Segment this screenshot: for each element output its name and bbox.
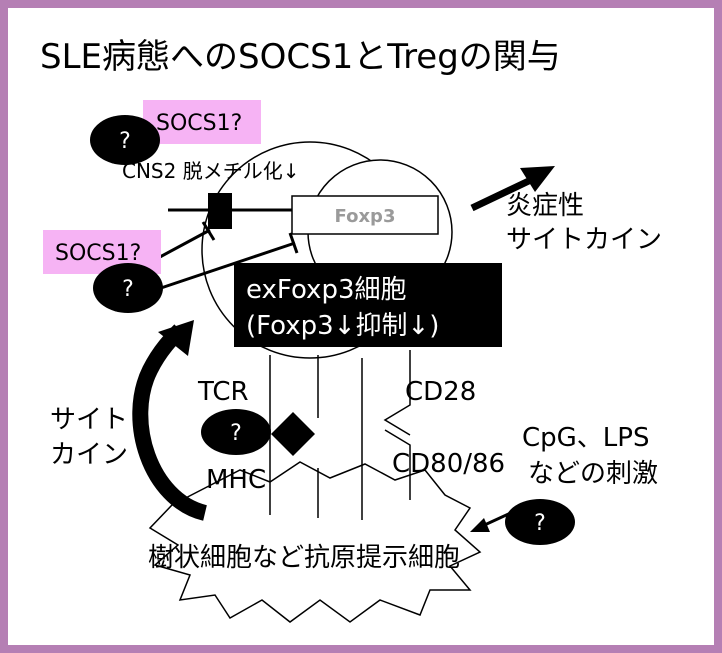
inflam-line1: 炎症性 xyxy=(506,191,584,221)
inflam-line2: サイトカイン xyxy=(506,225,662,255)
socs1-inhibit-line-2 xyxy=(154,241,296,292)
tcr-label: TCR xyxy=(197,377,249,407)
apc-label: 樹状細胞など抗原提示細胞 xyxy=(148,543,460,573)
svg-text:?: ? xyxy=(230,421,242,446)
foxp3-gene-box xyxy=(291,195,439,235)
cytokine-arrow-head xyxy=(520,166,555,192)
cd28-stalk xyxy=(361,350,411,520)
exfoxp3-box xyxy=(234,263,502,347)
question-oval-top: ? xyxy=(90,115,160,165)
svg-text:?: ? xyxy=(534,511,546,536)
exfoxp3-line1: exFoxp3細胞 xyxy=(246,275,407,305)
mhc-label: MHC xyxy=(206,465,266,495)
svg-text:?: ? xyxy=(122,277,134,302)
exfoxp3-line2: (Foxp3↓抑制↓) xyxy=(246,311,439,341)
foxp3-label: Foxp3 xyxy=(335,206,396,227)
slide-title: SLE病態へのSOCS1とTregの関与 xyxy=(40,37,561,77)
socs1-left-label: SOCS1? xyxy=(55,241,141,266)
socs1-inhibit-line-1 xyxy=(157,228,211,260)
stimulus-line2: などの刺激 xyxy=(528,459,658,489)
cytokine-line1: サイト xyxy=(50,405,128,435)
inhibit-bar-1 xyxy=(201,221,216,241)
stimulus-line1: CpG、LPS xyxy=(522,423,649,453)
socs1-top-badge xyxy=(143,100,261,144)
svg-text:?: ? xyxy=(119,129,131,154)
cytokine-line2: カイン xyxy=(50,440,128,470)
cns2-label: CNS2 脱メチル化↓ xyxy=(122,159,299,183)
cd28-label: CD28 xyxy=(405,377,476,407)
inhibit-bar-2 xyxy=(288,232,299,254)
cytokine-arrow-shaft xyxy=(470,174,537,212)
stimulus-arrow-head xyxy=(470,518,490,532)
cd80-label: CD80/86 xyxy=(392,449,505,479)
cns2-block xyxy=(208,193,232,229)
question-oval-stimulus: ? xyxy=(505,499,575,545)
mhc-diamond xyxy=(271,412,315,456)
question-oval-tcr: ? xyxy=(201,409,271,455)
socs1-top-label: SOCS1? xyxy=(156,111,242,136)
feedback-arrow-head xyxy=(158,320,194,356)
apc-starburst xyxy=(148,461,482,623)
cytokine-feedback-arrow xyxy=(132,324,208,521)
question-oval-left: ? xyxy=(93,263,163,313)
